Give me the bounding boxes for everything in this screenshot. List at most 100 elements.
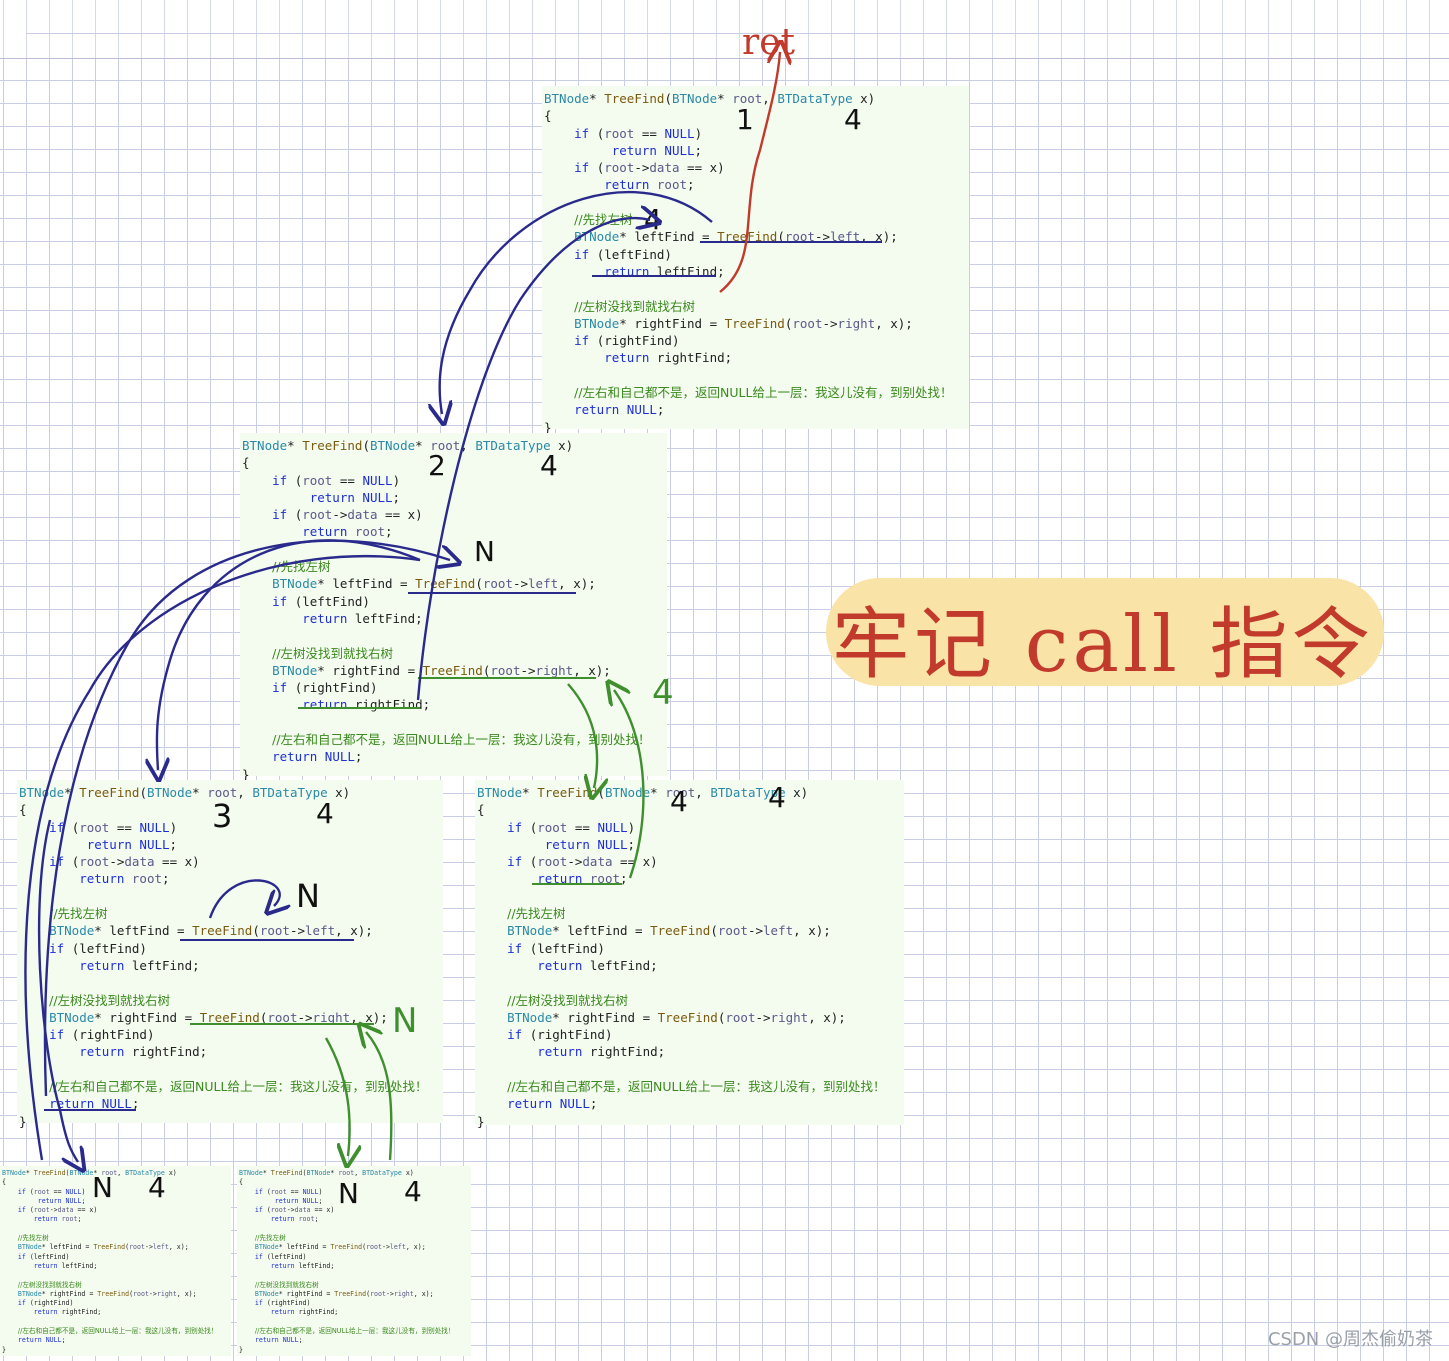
code-line: BTNode* rightFind = TreeFind(root->right… — [507, 1009, 846, 1025]
code-line: if (root == NULL) — [272, 472, 401, 488]
code-line: } — [2, 1345, 6, 1354]
code-line: return NULL; — [37, 1196, 86, 1205]
frame2-depth-label: 2 — [428, 449, 446, 482]
top-divider — [0, 58, 1449, 59]
code-frame-1: BTNode* TreeFind(BTNode* root, BTDataTyp… — [542, 86, 969, 435]
code-line: BTNode* leftFind = TreeFind(root->left, … — [254, 1243, 426, 1252]
code-line: return NULL; — [611, 142, 703, 158]
frame3-right-result-label: N — [392, 1001, 418, 1041]
code-line: if (leftFind) — [272, 593, 370, 609]
code-line: } — [239, 1345, 243, 1354]
frame6-x-label: 4 — [404, 1175, 422, 1208]
code-line: BTNode* TreeFind(BTNode* root, BTDataTyp… — [19, 785, 351, 800]
code-line: //左右和自己都不是，返回NULL给上一层：我这儿没有，到别处找！ — [49, 1079, 428, 1095]
code-line: BTNode* rightFind = TreeFind(root->right… — [254, 1289, 434, 1298]
return-arrow-f4-to-f2 — [614, 690, 645, 879]
code-line: BTNode* rightFind = TreeFind(root->right… — [17, 1289, 197, 1298]
frame1-depth-label: 1 — [736, 103, 754, 136]
code-line: BTNode* leftFind = TreeFind(root->left, … — [49, 923, 373, 939]
return-arrow-f6-to-f3 — [366, 1032, 393, 1161]
code-line: if (leftFind) — [254, 1252, 307, 1261]
call-arrow-f3-to-f5 — [37, 819, 78, 1162]
code-line: if (root->data == x) — [574, 160, 725, 176]
code-line: } — [544, 419, 552, 435]
frame5-result-label: N — [92, 1171, 113, 1204]
code-line: return leftFind; — [302, 610, 423, 626]
code-line: return NULL; — [574, 402, 665, 418]
frame5-x-label: 4 — [148, 1171, 166, 1204]
code-line: if (root == NULL) — [507, 819, 636, 835]
code-line: //左右和自己都不是，返回NULL给上一层：我这儿没有，到别处找！ — [17, 1327, 218, 1336]
code-line: if (rightFind) — [254, 1299, 311, 1308]
code-line: return rightFind; — [270, 1308, 339, 1317]
code-line: } — [19, 1113, 27, 1129]
code-line: return leftFind; — [33, 1261, 98, 1270]
code-line: if (rightFind) — [507, 1027, 613, 1043]
code-line: { — [242, 455, 250, 471]
code-line: return NULL; — [17, 1336, 66, 1345]
call-arrow-f3-to-f6 — [324, 1037, 350, 1156]
code-line: //左右和自己都不是，返回NULL给上一层：我这儿没有，到别处找！ — [574, 385, 953, 401]
code-line: } — [242, 766, 250, 782]
code-line: BTNode* leftFind = TreeFind(root->left, … — [272, 576, 596, 592]
code-line: { — [477, 802, 485, 818]
code-line: return NULL; — [544, 836, 636, 852]
code-line: //先找左树 — [254, 1234, 286, 1243]
code-frame-3: BTNode* TreeFind(BTNode* root, BTDataTyp… — [17, 780, 443, 1129]
frame1-x-label: 4 — [844, 103, 862, 136]
code-line: if (leftFind) — [17, 1252, 70, 1261]
code-line: if (rightFind) — [574, 333, 680, 349]
frame2-right-result-label: 4 — [652, 673, 674, 713]
code-line: return rightFind; — [604, 350, 733, 366]
note-highlight — [826, 578, 1384, 686]
frame2-x-label: 4 — [540, 449, 558, 482]
code-line: return NULL; — [272, 749, 363, 765]
code-line: return root; — [79, 871, 170, 887]
csdn-watermark: CSDN @周杰偷奶茶 — [1267, 1329, 1433, 1350]
call-arrow-f2-to-f4 — [567, 683, 597, 788]
code-line: //先找左树 — [507, 906, 566, 922]
top-band — [0, 0, 1449, 58]
code-line: if (leftFind) — [507, 940, 605, 956]
remember-call-note: 牢记 call 指令 — [832, 600, 1374, 690]
frame3-x-label: 4 — [316, 797, 334, 830]
frame4-depth-label: 4 — [670, 785, 688, 818]
code-line: return root; — [302, 524, 393, 540]
return-arrow-f5-to-f3 — [24, 555, 421, 1161]
code-line: BTNode* rightFind = TreeFind(root->right… — [272, 662, 611, 678]
code-line: //先找左树 — [272, 559, 331, 575]
code-line: BTNode* leftFind = TreeFind(root->left, … — [17, 1243, 189, 1252]
code-line: return rightFind; — [537, 1044, 666, 1060]
code-line: return rightFind; — [79, 1044, 208, 1060]
code-line: if (root->data == x) — [254, 1206, 335, 1215]
ret-arrow — [719, 52, 780, 293]
code-line: //左树没找到就找右树 — [272, 645, 394, 661]
code-line: { — [544, 108, 552, 124]
code-line: if (root->data == x) — [272, 507, 423, 523]
code-line: //左树没找到就找右树 — [574, 298, 696, 314]
code-line: return leftFind; — [79, 957, 200, 973]
call-arrow-f3-to-f3left — [208, 879, 280, 919]
code-line: { — [2, 1178, 6, 1187]
code-frame-5: BTNode* TreeFind(BTNode* root, BTDataTyp… — [0, 1166, 231, 1356]
code-line: if (leftFind) — [49, 940, 147, 956]
code-line: if (leftFind) — [574, 246, 672, 262]
code-line: return NULL; — [254, 1336, 303, 1345]
code-line: return NULL; — [507, 1096, 598, 1112]
return-arrow-f3-to-f2 — [43, 539, 450, 1097]
code-line: //左右和自己都不是，返回NULL给上一层：我这儿没有，到别处找！ — [507, 1079, 886, 1095]
code-line: BTNode* leftFind = TreeFind(root->left, … — [507, 923, 831, 939]
code-line: return root; — [537, 871, 628, 887]
code-line: if (root == NULL) — [254, 1187, 323, 1196]
code-line: //先找左树 — [574, 212, 633, 228]
code-line: //左树没找到就找右树 — [254, 1280, 319, 1289]
code-line: //先找左树 — [49, 906, 108, 922]
code-line: return NULL; — [86, 836, 178, 852]
code-line: BTNode* rightFind = TreeFind(root->right… — [574, 315, 913, 331]
code-line: BTNode* TreeFind(BTNode* root, BTDataTyp… — [544, 91, 876, 106]
frame3-left-result-label: N — [296, 877, 320, 915]
code-line: if (root->data == x) — [507, 854, 658, 870]
code-line: { — [239, 1178, 243, 1187]
code-line: if (rightFind) — [49, 1027, 155, 1043]
